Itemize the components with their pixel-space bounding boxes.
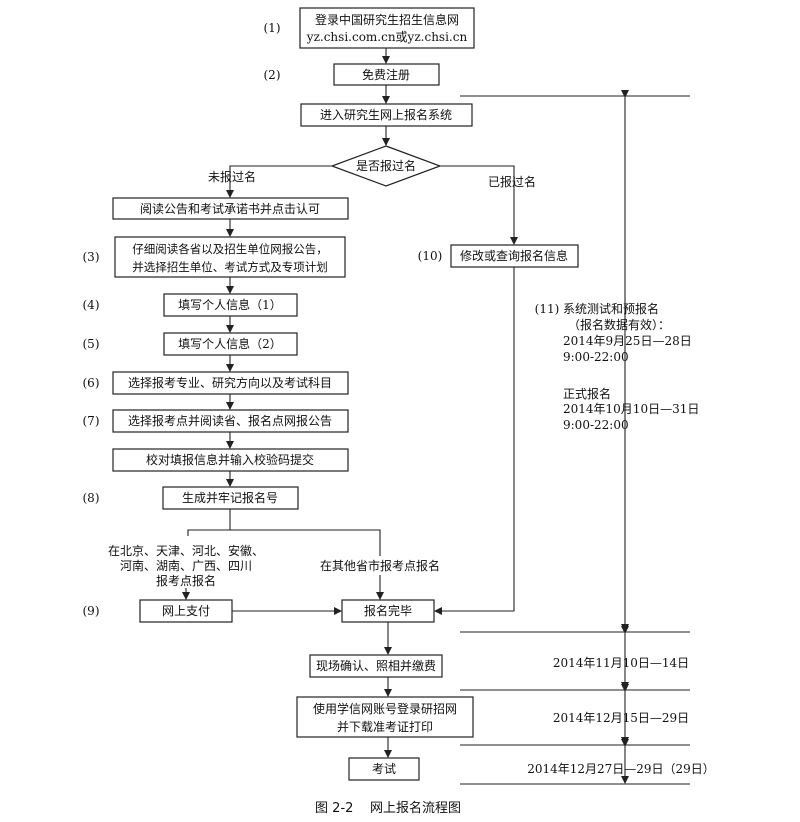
svg-text:使用学信网账号登录研招网: 使用学信网账号登录研招网 bbox=[313, 701, 457, 716]
svg-text:报名完毕: 报名完毕 bbox=[364, 603, 412, 618]
svg-text:选择报考点并阅读省、报名点网报公告: 选择报考点并阅读省、报名点网报公告 bbox=[128, 413, 332, 428]
step-8-number: (8) bbox=[83, 491, 100, 505]
region-b-label: 在其他省市报考点报名 bbox=[320, 558, 440, 573]
svg-text:正式报名: 正式报名 bbox=[563, 386, 611, 401]
svg-text:是否报过名: 是否报过名 bbox=[356, 158, 416, 173]
step-9-box: 网上支付 bbox=[139, 599, 233, 623]
date-confirm: 2014年11月10日—14日 bbox=[553, 656, 689, 670]
svg-text:2014年10月10日—31日: 2014年10月10日—31日 bbox=[563, 402, 699, 416]
step-2-box: 免费注册 bbox=[333, 63, 440, 86]
svg-text:现场确认、照相并缴费: 现场确认、照相并缴费 bbox=[316, 658, 436, 673]
region-a-label: 在北京、天津、河北、安徽、 河南、湖南、广西、四川 报考点报名 bbox=[108, 543, 264, 588]
step-6-box: 选择报考专业、研究方向以及考试科目 bbox=[112, 371, 349, 395]
connectors bbox=[182, 48, 518, 758]
step-4-number: (4) bbox=[83, 298, 100, 312]
step-7-box: 选择报考点并阅读省、报名点网报公告 bbox=[112, 409, 349, 433]
step-10-number: (10) bbox=[418, 249, 443, 263]
svg-text:网上支付: 网上支付 bbox=[162, 604, 210, 618]
svg-text:修改或查询报名信息: 修改或查询报名信息 bbox=[460, 248, 568, 263]
svg-text:校对填报信息并输入校验码提交: 校对填报信息并输入校验码提交 bbox=[146, 452, 314, 467]
svg-text:生成并牢记报名号: 生成并牢记报名号 bbox=[182, 490, 278, 505]
branch-registered: 已报过名 bbox=[488, 174, 536, 189]
svg-text:报考点报名: 报考点报名 bbox=[156, 573, 216, 588]
step-2-number: (2) bbox=[264, 68, 281, 82]
date-download: 2014年12月15日—29日 bbox=[553, 711, 689, 725]
step-6-number: (6) bbox=[83, 376, 100, 390]
decision-diamond: 是否报过名 bbox=[330, 145, 442, 187]
date-exam: 2014年12月27日—29日（29日） bbox=[527, 762, 715, 776]
step-9-number: (9) bbox=[83, 604, 100, 618]
step-1-number: (1) bbox=[264, 21, 281, 35]
step-5-box: 填写个人信息（2） bbox=[163, 332, 298, 356]
svg-text:阅读公告和考试承诺书并点击认可: 阅读公告和考试承诺书并点击认可 bbox=[140, 201, 320, 216]
step-11-number: (11) bbox=[535, 302, 560, 316]
svg-text:考试: 考试 bbox=[372, 761, 396, 776]
confirm-box: 现场确认、照相并缴费 bbox=[309, 654, 443, 678]
svg-text:填写个人信息（1）: 填写个人信息（1） bbox=[178, 297, 282, 312]
svg-text:填写个人信息（2）: 填写个人信息（2） bbox=[178, 336, 282, 351]
timeline bbox=[460, 90, 690, 785]
svg-text:2014年9月25日—28日: 2014年9月25日—28日 bbox=[563, 334, 692, 348]
svg-text:河南、湖南、广西、四川: 河南、湖南、广西、四川 bbox=[120, 558, 252, 573]
step-8-box: 生成并牢记报名号 bbox=[162, 486, 299, 510]
svg-text:登录中国研究生招生信息网: 登录中国研究生招生信息网 bbox=[315, 12, 459, 27]
svg-text:yz.chsi.com.cn或yz.chsi.cn: yz.chsi.com.cn或yz.chsi.cn bbox=[306, 30, 468, 44]
step-10-box: 修改或查询报名信息 bbox=[450, 244, 579, 268]
exam-box: 考试 bbox=[348, 757, 420, 781]
step-3-box: 仔细阅读各省以及招生单位网报公告， 并选择招生单位、考试方式及专项计划 bbox=[114, 236, 346, 278]
step-11-schedule: 系统测试和预报名 （报名数据有效）： 2014年9月25日—28日 9:00-2… bbox=[563, 301, 699, 432]
step-1-box: 登录中国研究生招生信息网 yz.chsi.com.cn或yz.chsi.cn bbox=[299, 7, 475, 49]
svg-text:系统测试和预报名: 系统测试和预报名 bbox=[563, 301, 659, 316]
step-4-box: 填写个人信息（1） bbox=[163, 293, 298, 317]
svg-text:9:00-22:00: 9:00-22:00 bbox=[563, 418, 629, 432]
svg-text:在北京、天津、河北、安徽、: 在北京、天津、河北、安徽、 bbox=[108, 543, 264, 558]
enter-system-box: 进入研究生网上报名系统 bbox=[300, 103, 473, 127]
download-box: 使用学信网账号登录研招网 并下载准考证打印 bbox=[296, 696, 474, 738]
done-box: 报名完毕 bbox=[341, 599, 435, 623]
svg-text:进入研究生网上报名系统: 进入研究生网上报名系统 bbox=[320, 107, 452, 122]
svg-text:（报名数据有效）：: （报名数据有效）： bbox=[568, 317, 670, 332]
svg-text:免费注册: 免费注册 bbox=[362, 67, 410, 82]
svg-text:并选择招生单位、考试方式及专项计划: 并选择招生单位、考试方式及专项计划 bbox=[132, 260, 328, 274]
step-3-number: (3) bbox=[83, 250, 100, 264]
svg-text:选择报考专业、研究方向以及考试科目: 选择报考专业、研究方向以及考试科目 bbox=[128, 375, 332, 390]
svg-text:9:00-22:00: 9:00-22:00 bbox=[563, 350, 629, 364]
figure-caption: 图 2-2 网上报名流程图 bbox=[315, 800, 461, 816]
svg-text:并下载准考证打印: 并下载准考证打印 bbox=[337, 720, 433, 734]
svg-text:仔细阅读各省以及招生单位网报公告，: 仔细阅读各省以及招生单位网报公告， bbox=[132, 242, 328, 256]
read-notice-box: 阅读公告和考试承诺书并点击认可 bbox=[112, 197, 349, 220]
branch-not-registered: 未报过名 bbox=[208, 169, 256, 184]
verify-box: 校对填报信息并输入校验码提交 bbox=[112, 448, 349, 472]
step-7-number: (7) bbox=[83, 414, 100, 428]
step-5-number: (5) bbox=[83, 337, 100, 351]
